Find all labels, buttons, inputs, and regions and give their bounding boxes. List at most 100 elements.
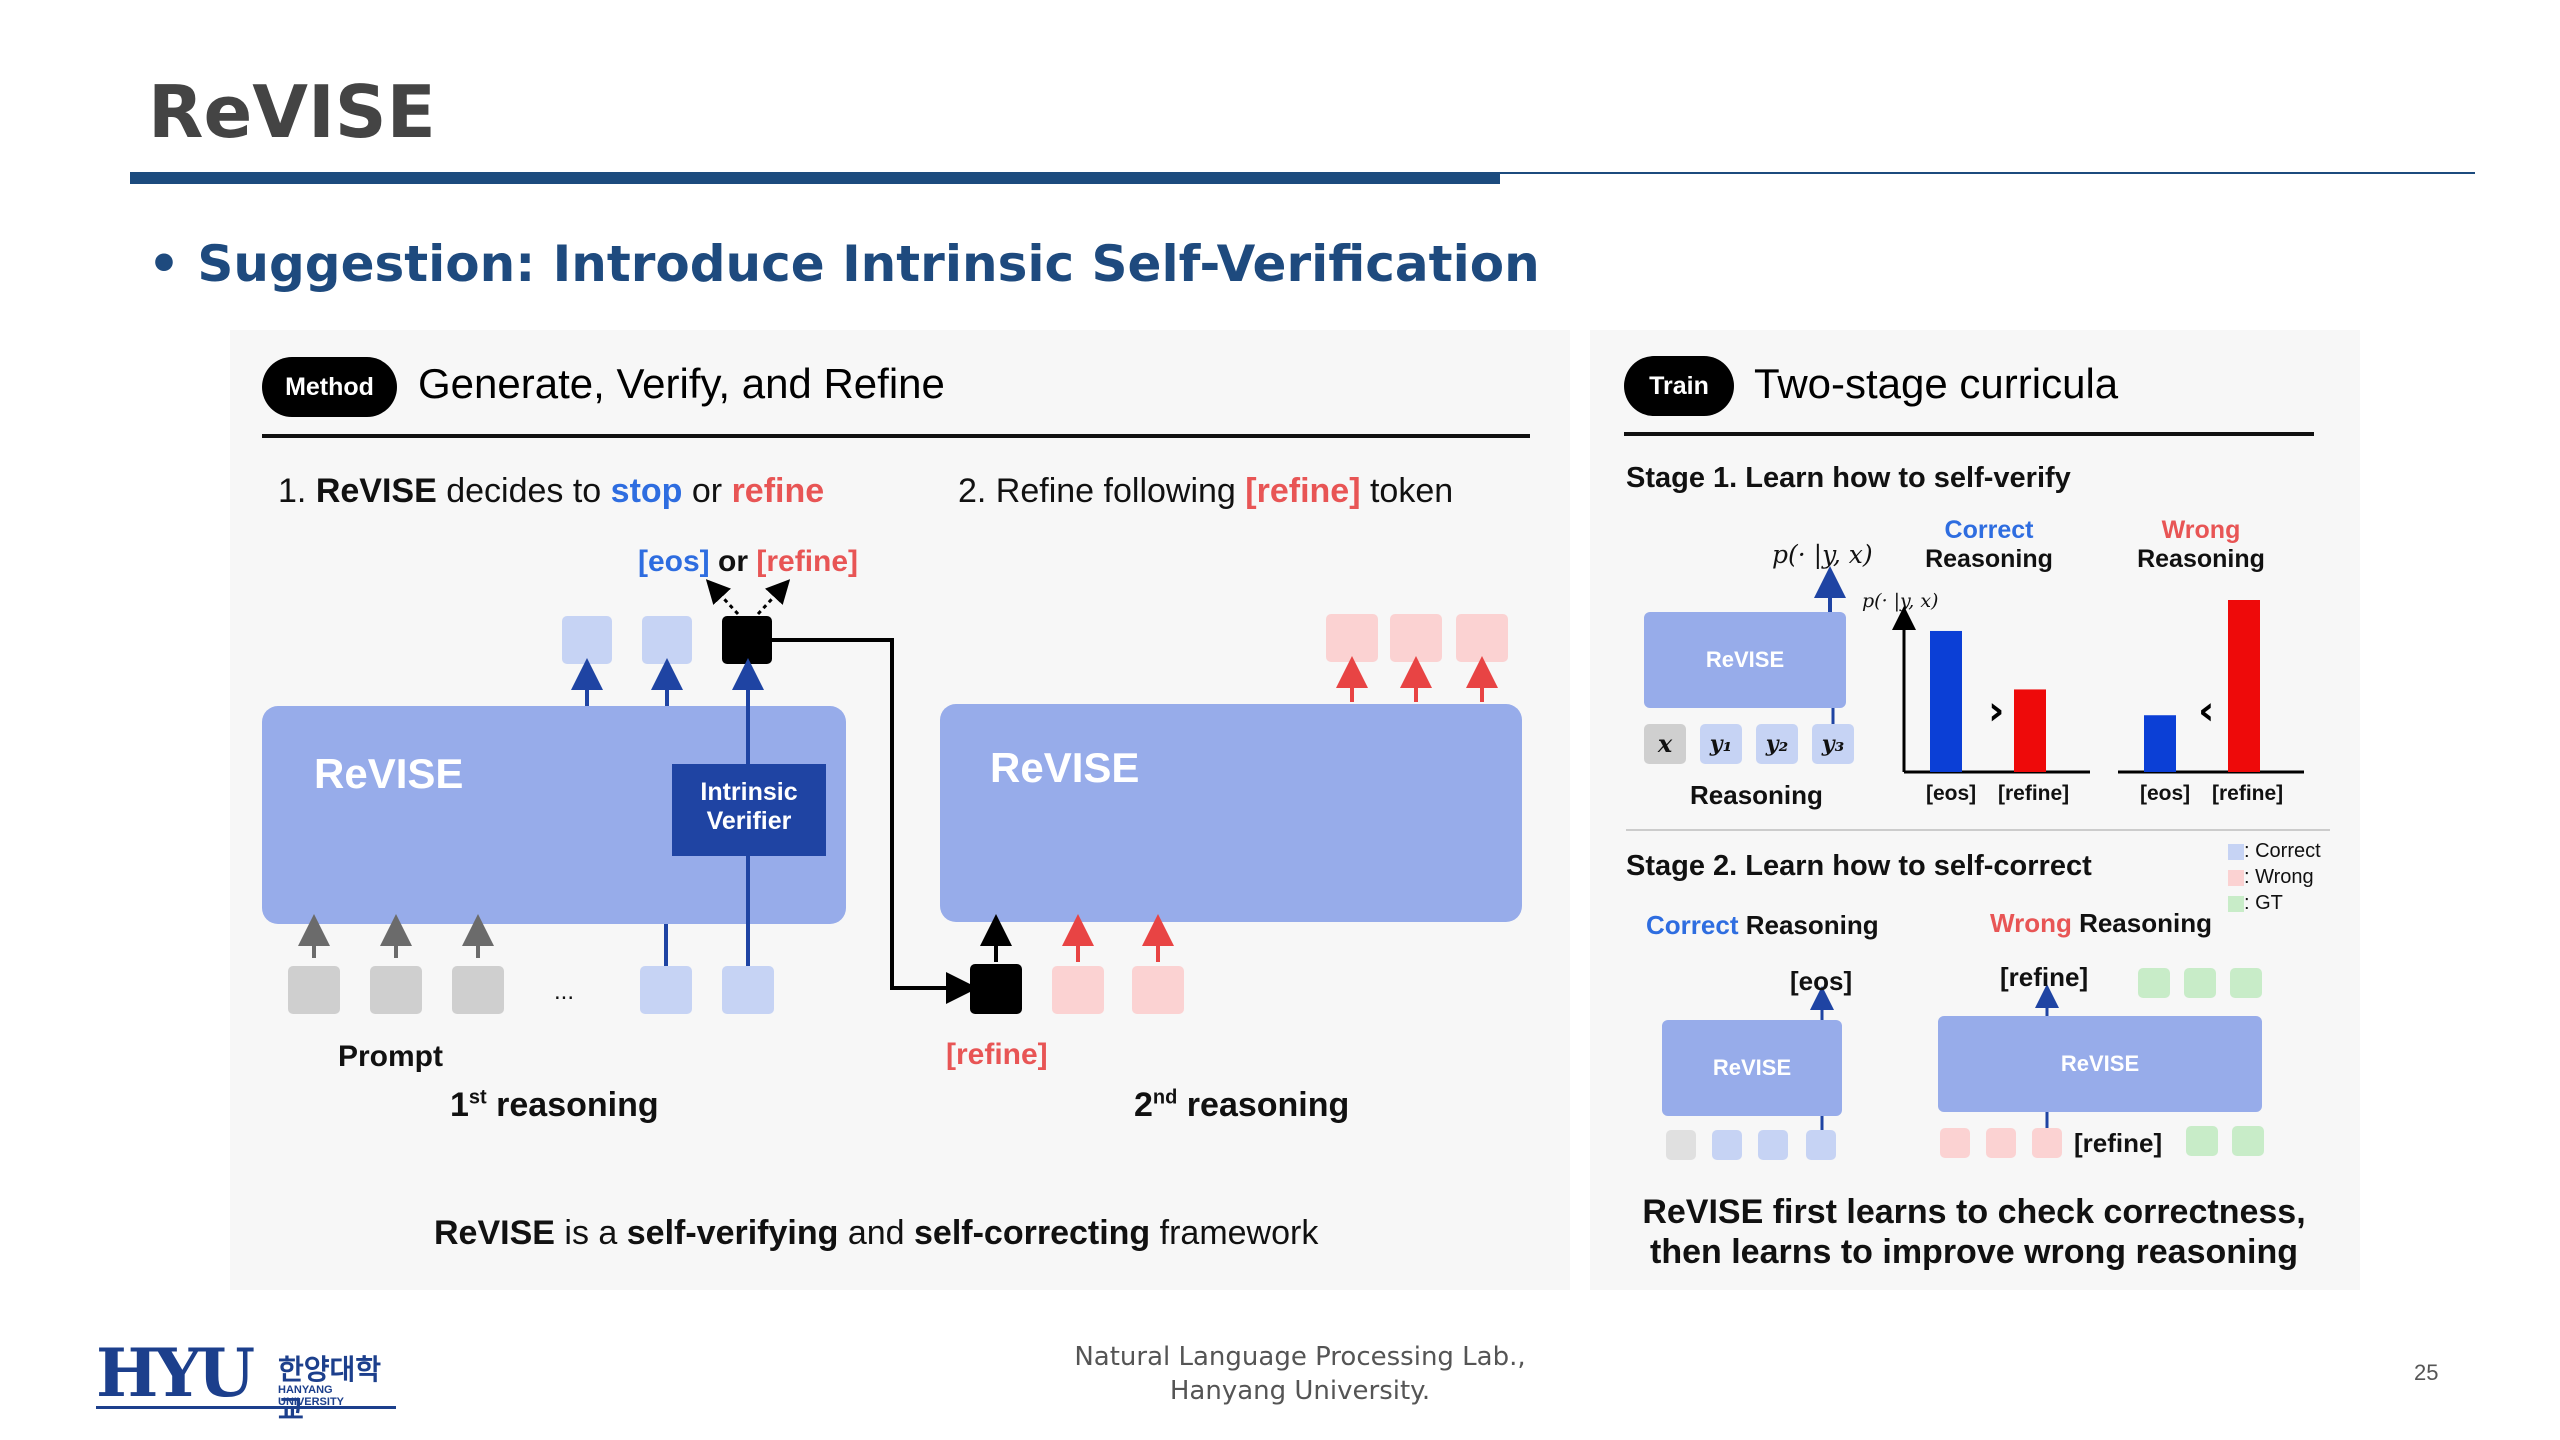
- token-y2: y₂: [1756, 724, 1798, 764]
- slide-title: ReVISE: [148, 70, 436, 154]
- legend-wrong: : Wrong: [2228, 864, 2321, 890]
- s2-input-wrong-3: [2032, 1128, 2062, 1158]
- reasoning-label: Reasoning: [1690, 780, 1823, 810]
- first-reasoning-num: 1: [450, 1086, 469, 1124]
- s2-input-correct-1: [1712, 1130, 1742, 1160]
- legend-wrong-label: : Wrong: [2244, 866, 2314, 888]
- s2-input-wrong-2: [1986, 1128, 2016, 1158]
- token-y1-label: y₁: [1709, 731, 1733, 757]
- legend-correct-swatch: [2228, 843, 2244, 860]
- hyu-logo-underline: [96, 1406, 396, 1409]
- chart1-compare-gt: ›: [1988, 688, 2004, 734]
- reasoning-token-1: [640, 966, 692, 1014]
- first-reasoning-text: reasoning: [486, 1086, 659, 1124]
- stage2-refine-input: [refine]: [2074, 1128, 2163, 1158]
- step1-revise: ReVISE: [315, 472, 437, 510]
- token-y1: y₁: [1700, 724, 1742, 764]
- train-caption-line1: ReVISE first learns to check correctness…: [1642, 1193, 2306, 1231]
- token-y3-label: y₃: [1821, 731, 1845, 757]
- method-tag: Method: [262, 357, 397, 417]
- stage2-eos-output: [eos]: [1790, 966, 1853, 996]
- reasoning-token-2: [722, 966, 774, 1014]
- stage2-refine-output: [refine]: [2000, 962, 2089, 992]
- legend-correct-label: : Correct: [2244, 840, 2321, 862]
- token-x-label: x: [1657, 729, 1673, 758]
- correct-word: Correct: [1944, 516, 2034, 544]
- title-rule-thin: [1500, 172, 2475, 174]
- title-rule-thick: [130, 172, 1500, 184]
- step1-mid: decides to: [436, 472, 611, 510]
- chart2-compare-lt: ‹: [2198, 688, 2214, 734]
- caption-e: self-correcting: [914, 1214, 1151, 1252]
- chart1-tick-refine: [refine]: [1998, 782, 2070, 805]
- s2-input-correct-2: [1758, 1130, 1788, 1160]
- gt-token-1: [2138, 968, 2170, 998]
- caption-a: ReVISE: [434, 1214, 555, 1252]
- chart2-bar-eos: [2144, 715, 2176, 772]
- reasoning-word-2: Reasoning: [2137, 545, 2265, 573]
- s2-input-prompt: [1666, 1130, 1696, 1160]
- hyu-logo: HYU 한양대학교 HANYANG UNIVERSITY: [96, 1334, 396, 1425]
- step2-suffix: token: [1360, 472, 1454, 510]
- correct-reasoning-a: Correct: [1646, 910, 1739, 940]
- or-label: or: [709, 545, 757, 578]
- verifier-token: [722, 616, 772, 664]
- refine-token-label: [refine]: [946, 1038, 1048, 1071]
- hyu-logo-korean: 한양대학교: [278, 1354, 382, 1425]
- token-x: x: [1644, 724, 1686, 764]
- hyu-logo-main: HYU: [96, 1334, 255, 1412]
- caption-c: self-verifying: [626, 1214, 839, 1252]
- first-reasoning-sup: st: [468, 1086, 487, 1109]
- gt-token-2: [2184, 968, 2216, 998]
- legend-gt-label: : GT: [2244, 892, 2283, 914]
- step1-text: 1. ReVISE decides to stop or refine: [278, 472, 824, 511]
- method-heading: Generate, Verify, and Refine: [418, 360, 945, 407]
- intrinsic-verifier-box: Intrinsic Verifier: [672, 764, 826, 856]
- ellipsis: ...: [554, 978, 575, 1005]
- prompt-label: Prompt: [338, 1040, 443, 1073]
- revise-small-box-stage2-right: ReVISE: [1938, 1016, 2262, 1112]
- prompt-token-1: [288, 966, 340, 1014]
- legend-correct: : Correct: [2228, 838, 2321, 864]
- reasoning-word-1: Reasoning: [1925, 545, 2053, 573]
- first-reasoning-label: 1st reasoning: [450, 1086, 659, 1125]
- step2-prefix: 2. Refine following: [958, 472, 1246, 510]
- refined-input-1: [1052, 966, 1104, 1014]
- legend-gt-swatch: [2228, 895, 2244, 912]
- step1-stop: stop: [610, 472, 683, 510]
- caption-d: and: [838, 1214, 915, 1252]
- legend-wrong-swatch: [2228, 869, 2244, 886]
- bullet-text: Suggestion: Introduce Intrinsic Self-Ver…: [197, 235, 1540, 293]
- refine-label: [refine]: [756, 545, 859, 578]
- dotted-arrow-left: [705, 579, 740, 616]
- train-caption: ReVISE first learns to check correctness…: [1624, 1192, 2324, 1272]
- revise-small-box-stage2-left: ReVISE: [1662, 1020, 1842, 1116]
- connector-line: [772, 638, 978, 1004]
- chart1-tick-eos: [eos]: [1926, 782, 1977, 805]
- refined-input-2: [1132, 966, 1184, 1014]
- method-caption: ReVISE is a self-verifying and self-corr…: [434, 1214, 1318, 1253]
- correct-reasoning-header: Correct Reasoning: [1924, 516, 2054, 574]
- caption-b: is a: [554, 1214, 627, 1252]
- refined-output-2: [1390, 614, 1442, 662]
- chart2-tick-refine: [refine]: [2212, 782, 2284, 805]
- eos-label: [eos]: [638, 545, 710, 578]
- legend-gt: : GT: [2228, 890, 2321, 916]
- second-reasoning-num: 2: [1134, 1086, 1153, 1124]
- output-token-1: [562, 616, 612, 664]
- chart1-bar-eos: [1930, 630, 1962, 772]
- step2-text: 2. Refine following [refine] token: [958, 472, 1453, 511]
- revise-small-box-stage1: ReVISE: [1644, 612, 1846, 708]
- legend: : Correct : Wrong : GT: [2228, 838, 2321, 916]
- footer-line2: Hanyang University.: [1169, 1376, 1431, 1406]
- revise-box-first-label: ReVISE: [314, 750, 464, 797]
- train-caption-line2: then learns to improve wrong reasoning: [1650, 1233, 2298, 1271]
- refine-token-black: [970, 964, 1022, 1014]
- bullet-dot: •: [148, 235, 198, 293]
- chart2-tick-eos: [eos]: [2140, 782, 2191, 805]
- correct-reasoning-b: Reasoning: [1738, 910, 1879, 940]
- refined-output-3: [1456, 614, 1508, 662]
- step1-or: or: [682, 472, 732, 510]
- page-number: 25: [2414, 1360, 2439, 1385]
- stage1-title: Stage 1. Learn how to self-verify: [1626, 462, 2071, 494]
